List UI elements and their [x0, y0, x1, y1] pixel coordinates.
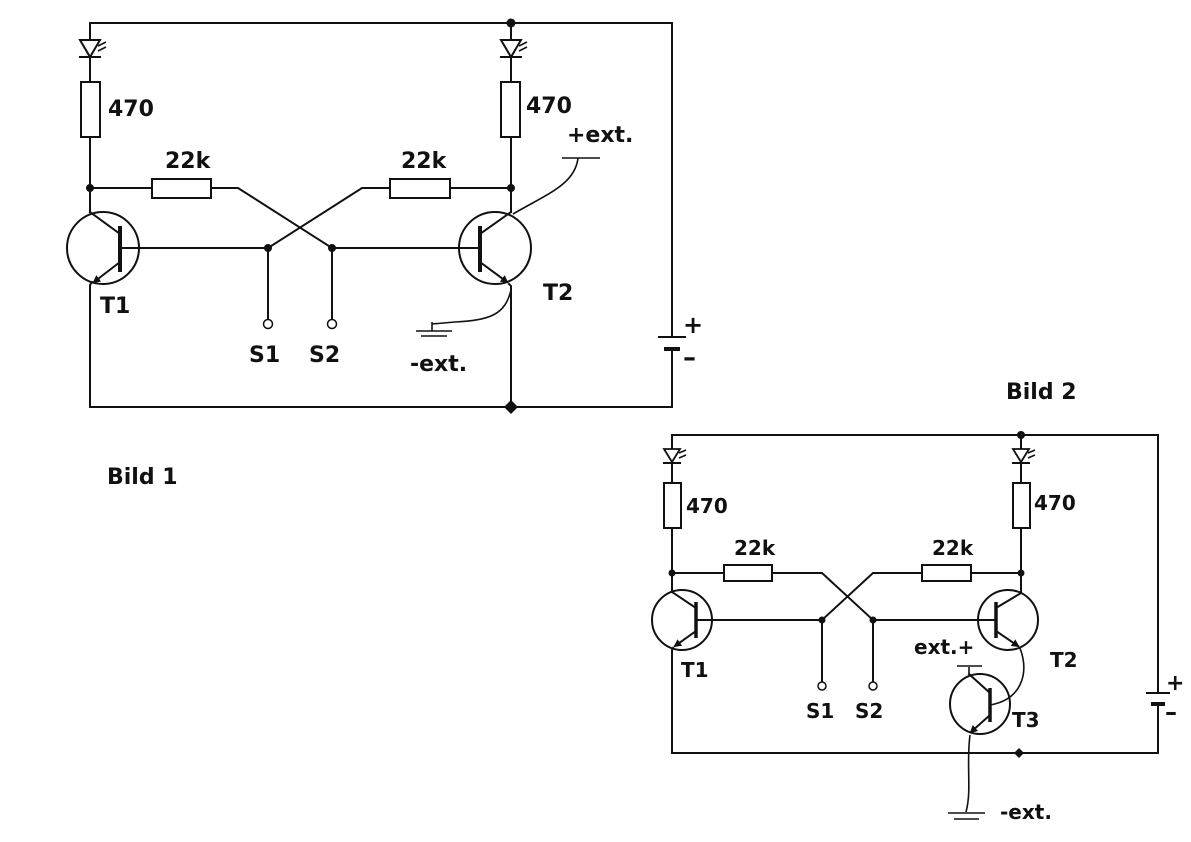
bild1-wire-t1 — [89, 187, 94, 408]
bild1-led-right-symbol — [499, 39, 528, 59]
bild1-resistor-22k-right — [389, 178, 451, 199]
bild1-label-22k-right: 22k — [401, 149, 448, 174]
bild1-battery-symbol — [658, 336, 686, 351]
bild1-ground-symbol — [416, 322, 452, 337]
bild2-ground-symbol — [948, 812, 985, 820]
bild2-label-22k-left: 22k — [734, 536, 776, 560]
bild1-led-left-symbol — [78, 39, 107, 59]
bild2-label-t3: T3 — [1012, 708, 1040, 732]
bild2-label-ext-plus: ext.+ — [914, 635, 974, 659]
bild1-label-470-left: 470 — [108, 97, 154, 122]
bild2-resistor-470-right — [1012, 482, 1031, 529]
bild2-resistor-22k-right — [921, 564, 972, 582]
bild1-circuit: 470 470 22k 22k T1 T2 S1 S2 +ext. -ext. … — [66, 18, 703, 490]
bild1-terminal-s2 — [326, 318, 338, 330]
bild2-caption: Bild 2 — [1006, 380, 1077, 405]
bild1-label-ext-minus: -ext. — [410, 352, 467, 377]
bild2-wire-t1 — [671, 572, 675, 754]
bild2-label-batt-plus: + — [1166, 671, 1184, 696]
bild1-label-t1: T1 — [100, 294, 130, 319]
bild2-label-470-right: 470 — [1034, 491, 1076, 515]
bild1-label-s2: S2 — [309, 343, 340, 368]
bild1-ext-minus-lead — [431, 289, 512, 325]
bild1-wire-switches — [267, 247, 333, 321]
bild2-label-s1: S1 — [806, 699, 834, 723]
bild1-caption: Bild 1 — [107, 465, 178, 490]
bild2-transistor-t1 — [651, 589, 713, 651]
bild1-label-batt-plus: + — [683, 311, 703, 339]
bild2-resistor-470-left — [663, 482, 682, 529]
bild1-resistor-470-left — [80, 81, 101, 138]
bild2-label-ext-minus: -ext. — [1000, 800, 1052, 824]
bild1-wire-t2 — [507, 282, 512, 408]
bild2-t2-to-t3-lead — [989, 647, 1025, 706]
bild2-label-t1: T1 — [681, 658, 709, 682]
bild1-label-batt-minus: – — [683, 343, 696, 373]
bild2-label-470-left: 470 — [686, 494, 728, 518]
bild2-ext-minus-lead — [965, 734, 971, 813]
bild2-circuit: Bild 2 — [651, 380, 1184, 824]
bild2-label-22k-right: 22k — [932, 536, 974, 560]
bild1-resistor-22k-left — [151, 178, 212, 199]
bild2-wire-cross-b — [820, 572, 1022, 622]
bild2-battery-symbol — [1146, 692, 1170, 706]
bild2-led-right-symbol — [1011, 448, 1036, 464]
bild2-transistor-t3 — [949, 672, 1011, 735]
bild2-junction-bottom — [1014, 748, 1024, 758]
bild2-resistor-22k-left — [723, 564, 773, 582]
bild1-label-t2: T2 — [543, 281, 573, 306]
bild1-label-ext-plus: +ext. — [567, 123, 633, 148]
bild1-wire-cross-b — [266, 187, 512, 250]
bild1-transistor-t2 — [458, 210, 532, 285]
bild1-transistor-t1 — [66, 210, 140, 285]
bild1-label-22k-left: 22k — [165, 149, 212, 174]
bild1-label-s1: S1 — [249, 343, 280, 368]
bild2-transistor-t2 — [977, 589, 1039, 651]
bild1-ext-plus-lead — [512, 157, 579, 215]
bild1-resistor-470-right — [500, 81, 521, 138]
bild2-wire-switches — [821, 619, 874, 683]
bild1-terminal-s1 — [262, 318, 274, 330]
bild2-led-left-symbol — [662, 448, 687, 464]
bild2-label-s2: S2 — [855, 699, 883, 723]
bild2-label-t2: T2 — [1050, 648, 1078, 672]
bild2-terminal-s1 — [817, 681, 827, 691]
bild1-label-470-right: 470 — [526, 94, 572, 119]
bild2-wire-cross-a — [671, 572, 875, 622]
bild2-terminal-s2 — [868, 681, 878, 691]
bild2-label-batt-minus: – — [1165, 698, 1177, 726]
